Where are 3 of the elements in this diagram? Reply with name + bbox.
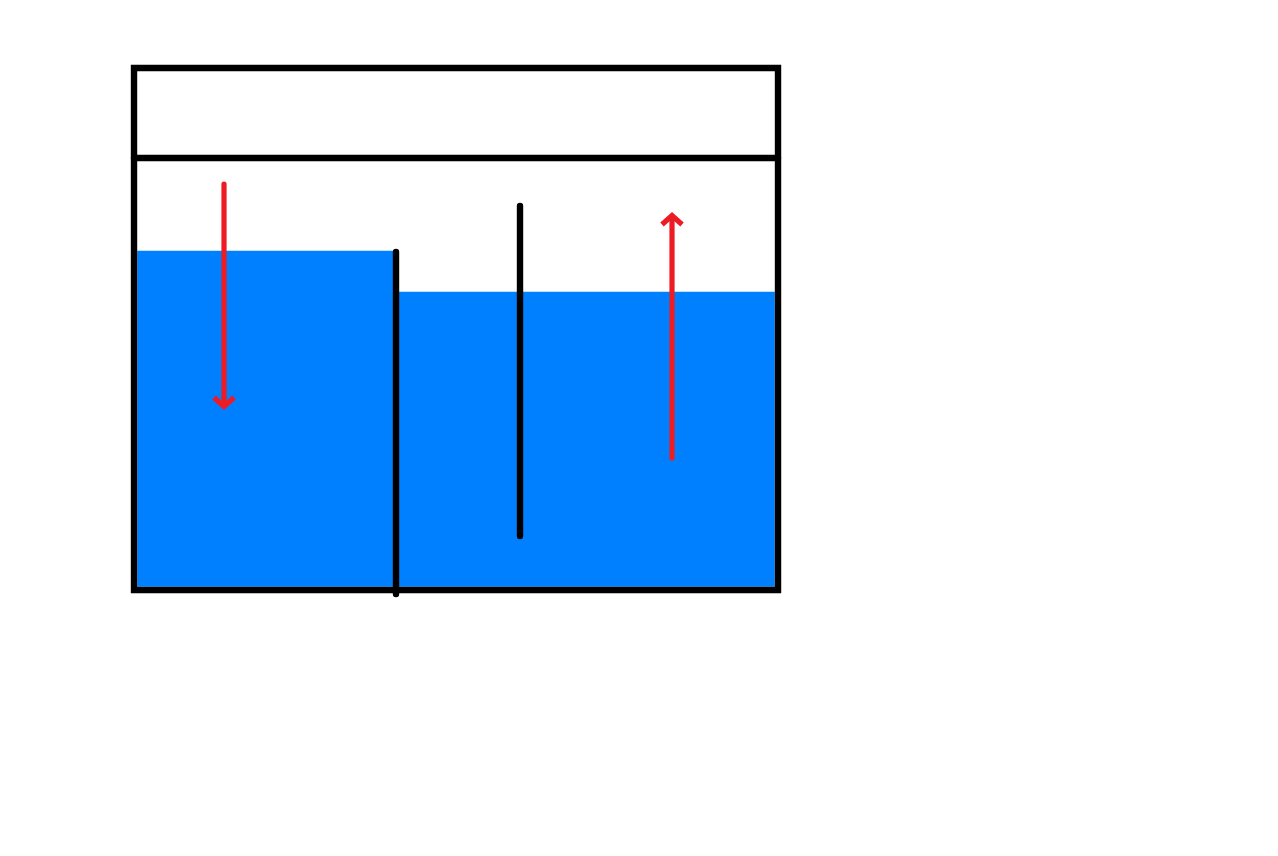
water-fill: [395, 291, 775, 587]
tank: [130, 64, 782, 594]
water-fill: [137, 250, 396, 587]
